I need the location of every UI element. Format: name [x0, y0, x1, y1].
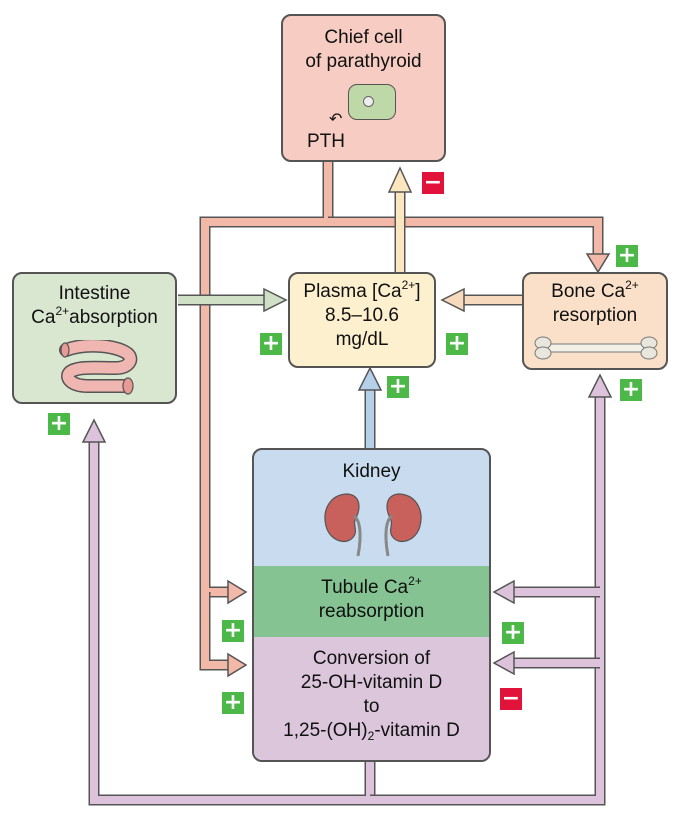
vitd-to-conversion-arrowhead: [492, 650, 515, 676]
plasma-box: Plasma [Ca2+] 8.5–10.6 mg/dL: [288, 272, 436, 368]
pth-to-bone-arrowhead: [585, 253, 611, 274]
chief-cell-icon: [348, 84, 396, 120]
conversion-line2: 25-OH-vitamin D: [300, 672, 443, 693]
bone-to-plasma-arrow: [440, 287, 522, 313]
secretion-arrow-icon: ↶: [329, 111, 343, 128]
parathyroid-box: Chief cell of parathyroid ↶ PTH: [281, 14, 446, 162]
tubule-section: Tubule Ca2+ reabsorption: [254, 566, 489, 637]
kidney-title: Kidney: [342, 461, 401, 482]
vitd-to-bone-arrowhead: [587, 373, 613, 398]
plus-sign-conversion-pth: +: [222, 690, 244, 715]
parathyroid-line1: Chief cell: [324, 27, 403, 48]
intestine-box: Intestine Ca2+absorption: [12, 272, 177, 404]
intestine-label: Ca2+absorption: [31, 304, 158, 328]
plasma-unit: mg/dL: [335, 329, 389, 350]
plus-sign-intestine-vitd: +: [48, 411, 70, 436]
pth-to-tubule-arrowhead: [227, 579, 248, 605]
plus-sign-bone-plasma: +: [446, 331, 468, 356]
bone-icon: [534, 336, 658, 360]
parathyroid-line2: of parathyroid: [305, 51, 422, 72]
plus-sign-bone-input: +: [616, 243, 638, 268]
vitd-to-intestine-arrowhead: [81, 418, 107, 443]
intestine-title: Intestine: [58, 283, 131, 304]
plus-sign-tubule-vitd: +: [502, 620, 524, 645]
pth-to-conversion-arrowhead: [227, 652, 248, 678]
tubule-line2: reabsorption: [318, 601, 425, 622]
minus-sign-conversion-vitd: −: [500, 686, 522, 711]
intestine-to-plasma-arrow: [178, 287, 288, 313]
plus-sign-tubule-pth: +: [222, 618, 244, 643]
plus-sign-bone-vitd: +: [620, 377, 642, 402]
bone-line2: resorption: [552, 305, 638, 326]
minus-sign-parathyroid: −: [422, 170, 444, 195]
nucleus-icon: [363, 96, 374, 107]
intestine-icon: [59, 340, 138, 395]
plasma-feedback-arrow: [387, 166, 413, 272]
plus-sign-intestine-plasma: +: [260, 331, 282, 356]
conversion-section: Conversion of 25-OH-vitamin D to 1,25-(O…: [254, 637, 489, 760]
vitd-to-tubule-arrowhead: [492, 579, 515, 605]
kidney-to-plasma-arrow: [357, 366, 383, 448]
bone-box: Bone Ca2+ resorption: [522, 272, 668, 370]
conversion-line3: to: [363, 696, 380, 717]
kidney-box: Kidney Tubule Ca2+ reabsorption Conversi…: [252, 448, 491, 762]
plasma-label: Plasma [Ca2+]: [303, 278, 421, 302]
pth-label: PTH: [307, 131, 345, 152]
conversion-line1: Conversion of: [312, 648, 431, 669]
kidneys-icon: [324, 493, 422, 557]
plasma-range: 8.5–10.6: [325, 305, 399, 326]
conversion-line4: 1,25-(OH)2-vitamin D: [283, 720, 460, 743]
vitamin-d-arrows: [81, 373, 613, 806]
tubule-line1: Tubule Ca2+: [321, 574, 422, 598]
plus-sign-kidney-plasma: +: [387, 374, 409, 399]
bone-line1: Bone Ca2+: [551, 278, 639, 302]
pth-arrows: [199, 162, 611, 678]
